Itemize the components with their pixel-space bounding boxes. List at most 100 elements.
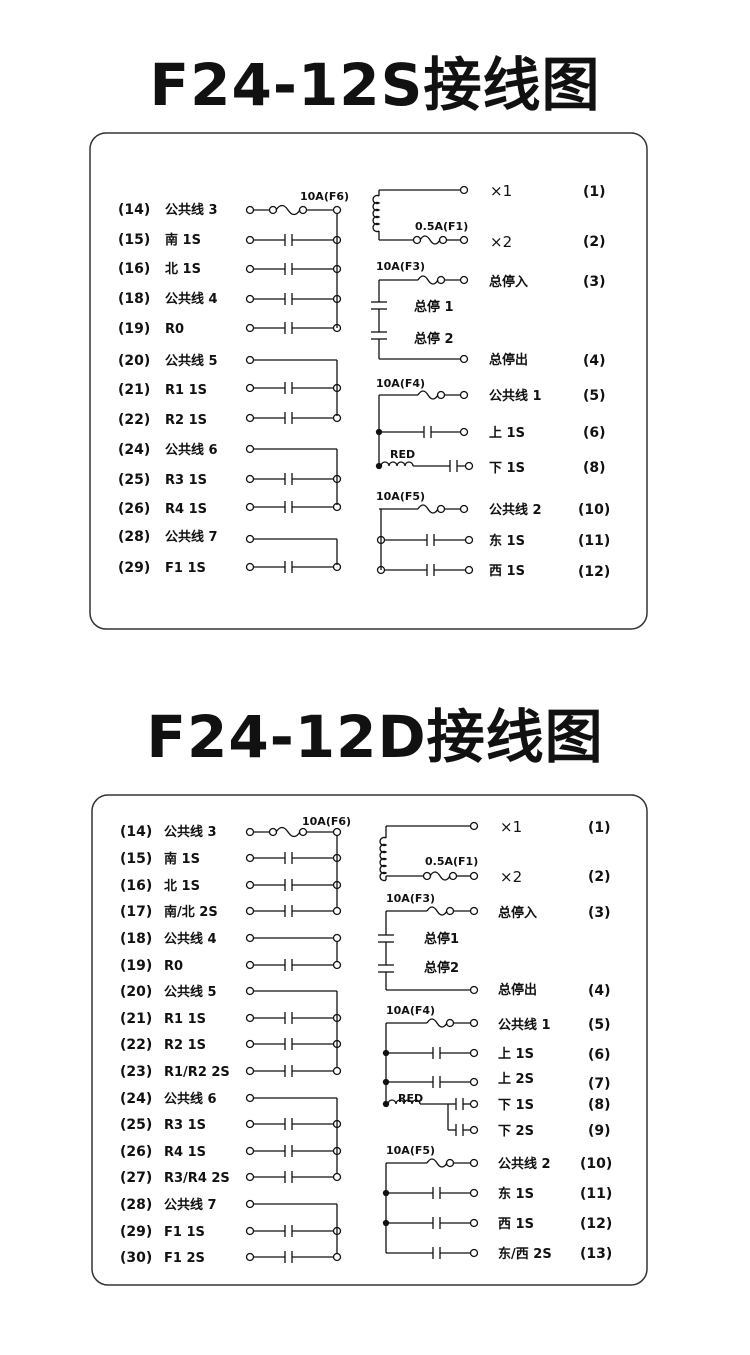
left-circuit: 10A(F6) bbox=[245, 815, 351, 1263]
left-num: (21) bbox=[118, 382, 150, 398]
right-num: (11) bbox=[578, 533, 610, 549]
right-label: 下 1S bbox=[498, 1098, 534, 1113]
stop-label: 总停1 bbox=[424, 931, 459, 947]
left-num: (22) bbox=[120, 1037, 152, 1053]
fuse-label: 10A(F6) bbox=[302, 815, 351, 828]
left-num: (29) bbox=[118, 560, 150, 576]
left-label: F1 1S bbox=[165, 561, 206, 576]
diagram-frame bbox=[91, 794, 648, 1286]
right-num: (6) bbox=[588, 1047, 611, 1063]
right-label: 总停入 bbox=[489, 274, 528, 290]
fuse-label: 10A(F3) bbox=[376, 260, 425, 273]
x1-label: ×1 bbox=[490, 182, 512, 200]
left-num: (17) bbox=[120, 904, 152, 920]
fuse-label: 10A(F4) bbox=[376, 377, 425, 390]
right-num: (11) bbox=[580, 1186, 612, 1202]
left-circuit: 10A(F6) bbox=[245, 190, 349, 573]
left-num: (24) bbox=[118, 442, 150, 458]
red-label: RED bbox=[390, 448, 415, 461]
right-label: 总停出 bbox=[498, 982, 537, 998]
wiring-diagram-f24-12d: (14) (15) (16) (17) (18) (19) (20) (21) … bbox=[91, 794, 648, 1286]
left-label: R1 1S bbox=[165, 383, 207, 398]
left-label: 公共线 6 bbox=[165, 442, 218, 458]
right-label: 公共线 1 bbox=[489, 388, 542, 404]
right-num: (9) bbox=[588, 1123, 611, 1139]
left-num: (19) bbox=[120, 958, 152, 974]
right-num: (2) bbox=[588, 869, 611, 885]
right-num: (5) bbox=[588, 1017, 611, 1033]
stop-label: 总停2 bbox=[424, 960, 459, 976]
x2-label: ×2 bbox=[490, 233, 512, 251]
left-num: (28) bbox=[120, 1197, 152, 1213]
left-label: 公共线 4 bbox=[165, 291, 218, 307]
right-num: (8) bbox=[583, 460, 606, 476]
right-num: (4) bbox=[588, 983, 611, 999]
left-num: (18) bbox=[118, 291, 150, 307]
left-label: 公共线 7 bbox=[164, 1197, 217, 1213]
left-num: (15) bbox=[120, 851, 152, 867]
left-num: (25) bbox=[118, 472, 150, 488]
right-num: (6) bbox=[583, 425, 606, 441]
right-label: 下 2S bbox=[498, 1124, 534, 1139]
left-label: 公共线 4 bbox=[164, 931, 217, 947]
right-num: (7) bbox=[588, 1076, 611, 1092]
right-num: (13) bbox=[580, 1246, 612, 1262]
left-label: R3/R4 2S bbox=[164, 1171, 230, 1186]
right-label: 总停入 bbox=[498, 905, 537, 921]
right-label: 下 1S bbox=[489, 461, 525, 476]
right-num: (10) bbox=[578, 502, 610, 518]
fuse-label: 0.5A(F1) bbox=[415, 220, 468, 233]
left-label: 公共线 5 bbox=[164, 984, 217, 1000]
left-label: 公共线 6 bbox=[164, 1091, 217, 1107]
left-num: (23) bbox=[120, 1064, 152, 1080]
x1-label: ×1 bbox=[500, 818, 522, 836]
fuse-label: 10A(F6) bbox=[300, 190, 349, 203]
right-num: (2) bbox=[583, 234, 606, 250]
right-num: (3) bbox=[583, 274, 606, 290]
left-label: R2 1S bbox=[165, 413, 207, 428]
right-num: (12) bbox=[580, 1216, 612, 1232]
left-num: (14) bbox=[118, 202, 150, 218]
right-label: 总停出 bbox=[489, 352, 528, 368]
right-label: 东/西 2S bbox=[498, 1246, 552, 1262]
left-num: (24) bbox=[120, 1091, 152, 1107]
left-label: R1 1S bbox=[164, 1012, 206, 1027]
left-label: R4 1S bbox=[164, 1145, 206, 1160]
right-num: (4) bbox=[583, 353, 606, 369]
title-f24-12s: F24-12S接线图 bbox=[149, 51, 601, 119]
right-label: 西 1S bbox=[498, 1217, 534, 1232]
left-num: (22) bbox=[118, 412, 150, 428]
left-num: (16) bbox=[120, 878, 152, 894]
left-num: (20) bbox=[118, 353, 150, 369]
right-label: 上 1S bbox=[489, 426, 525, 441]
fuse-label: 0.5A(F1) bbox=[425, 855, 478, 868]
right-num: (3) bbox=[588, 905, 611, 921]
fuse-label: 10A(F3) bbox=[386, 892, 435, 905]
left-label: R4 1S bbox=[165, 502, 207, 517]
left-label: R1/R2 2S bbox=[164, 1065, 230, 1080]
right-label: 上 1S bbox=[498, 1047, 534, 1062]
left-label: 南 1S bbox=[164, 851, 200, 867]
right-circuit: 0.5A(F1) 10A(F3) 总停1 总停2 10A(F4) bbox=[378, 821, 478, 1259]
right-label: 西 1S bbox=[489, 564, 525, 579]
left-num: (30) bbox=[120, 1250, 152, 1266]
title-f24-12d: F24-12D接线图 bbox=[146, 703, 604, 771]
right-num: (1) bbox=[588, 820, 611, 836]
left-label: R2 1S bbox=[164, 1038, 206, 1053]
left-num: (25) bbox=[120, 1117, 152, 1133]
left-label: R0 bbox=[165, 322, 184, 337]
left-label: F1 2S bbox=[164, 1251, 205, 1266]
left-num: (14) bbox=[120, 824, 152, 840]
left-num: (28) bbox=[118, 529, 150, 545]
left-num: (26) bbox=[118, 501, 150, 517]
left-num: (26) bbox=[120, 1144, 152, 1160]
left-num: (19) bbox=[118, 321, 150, 337]
left-num: (29) bbox=[120, 1224, 152, 1240]
fuse-label: 10A(F5) bbox=[376, 490, 425, 503]
fuse-label: 10A(F5) bbox=[386, 1144, 435, 1157]
left-num: (16) bbox=[118, 261, 150, 277]
left-label: F1 1S bbox=[164, 1225, 205, 1240]
left-num: (21) bbox=[120, 1011, 152, 1027]
right-num: (8) bbox=[588, 1097, 611, 1113]
right-label: 公共线 2 bbox=[498, 1156, 551, 1172]
